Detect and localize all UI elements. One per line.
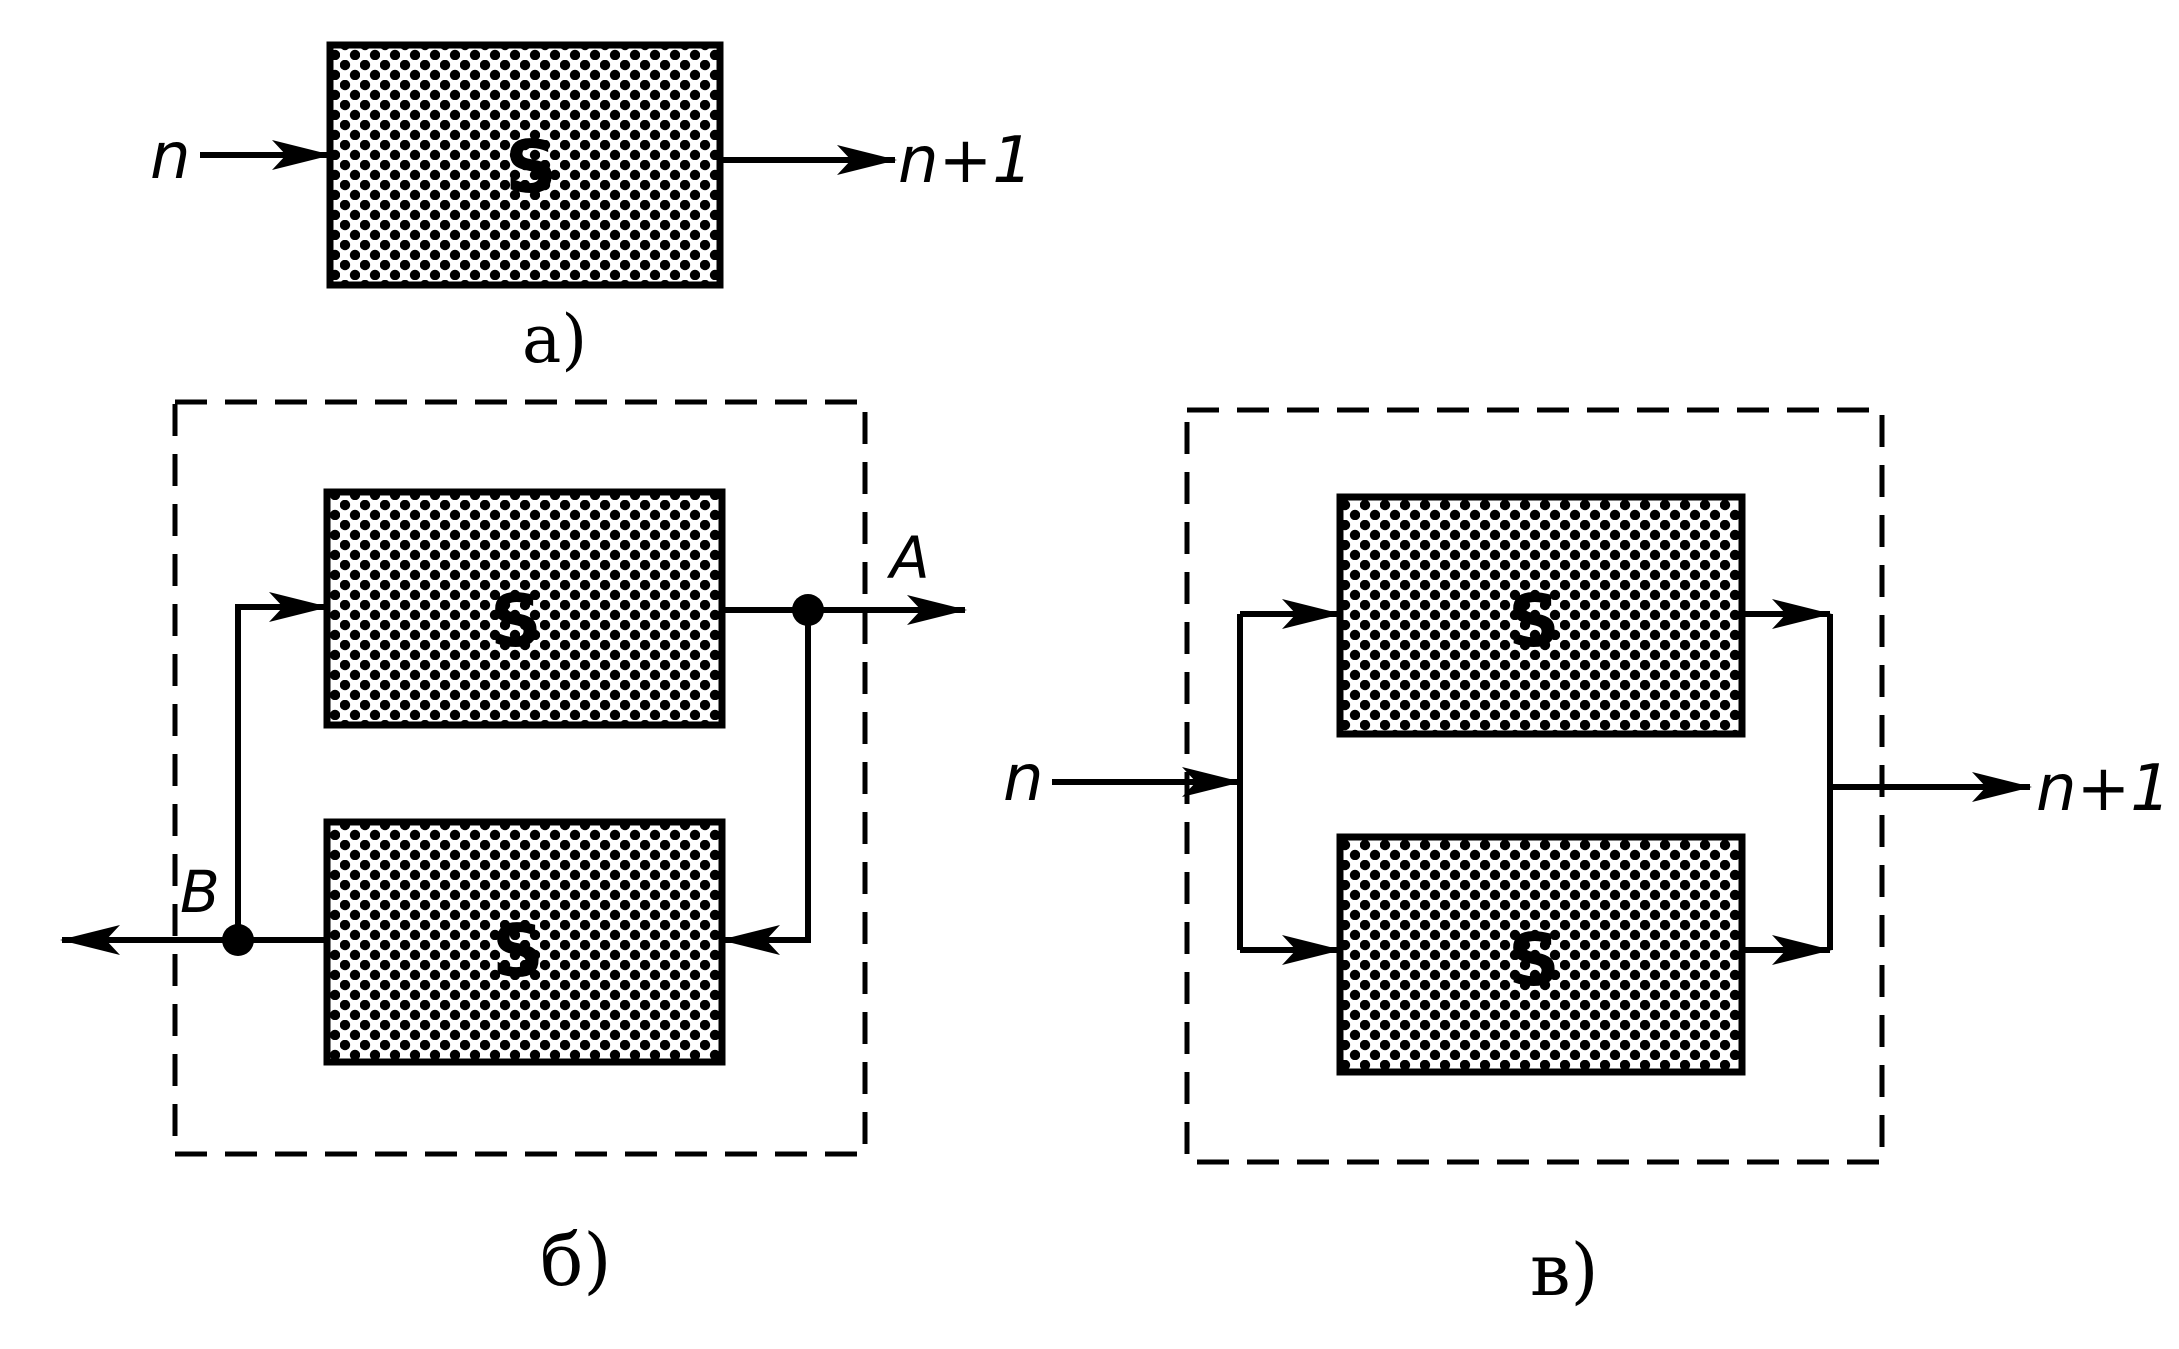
panel-b-node-b [222, 924, 254, 956]
panel-b-bottom-s-label: S [492, 909, 544, 993]
panel-v-bottom-s-label: S [1508, 918, 1560, 1002]
panel-a-output-label: n+1 [898, 124, 1033, 198]
panel-v-caption: в) [1530, 1228, 1599, 1312]
panel-v-input-label: n [1003, 742, 1044, 816]
panel-b-dashed-frame [172, 399, 868, 1157]
panel-b-output-b-label: B [180, 858, 220, 926]
panel-a-s-block [326, 41, 724, 289]
panel-b-caption: б) [540, 1218, 611, 1302]
panel-v-bottom-s-block [1336, 833, 1746, 1076]
panel-b-output-a-label: A [886, 524, 930, 592]
panel-b-input-branch-line [235, 592, 329, 940]
panel-v-output-label: n+1 [2036, 752, 2171, 826]
panel-b-node-a [792, 594, 824, 626]
panel-v-top-s-label: S [1508, 579, 1560, 663]
panel-b-bottom-s-block [323, 818, 726, 1066]
panel-b-top-s-label: S [490, 579, 542, 663]
panel-a-s-label: S [505, 125, 557, 209]
panel-v: S S n n+1 в) [1003, 407, 2171, 1312]
panel-a-caption: а) [522, 301, 587, 378]
panel-a: n n+1 S а) [150, 41, 1033, 378]
panel-b: S S A B б) [60, 399, 967, 1302]
panel-b-feedback-line [720, 610, 811, 955]
panel-a-input-label: n [150, 120, 191, 194]
